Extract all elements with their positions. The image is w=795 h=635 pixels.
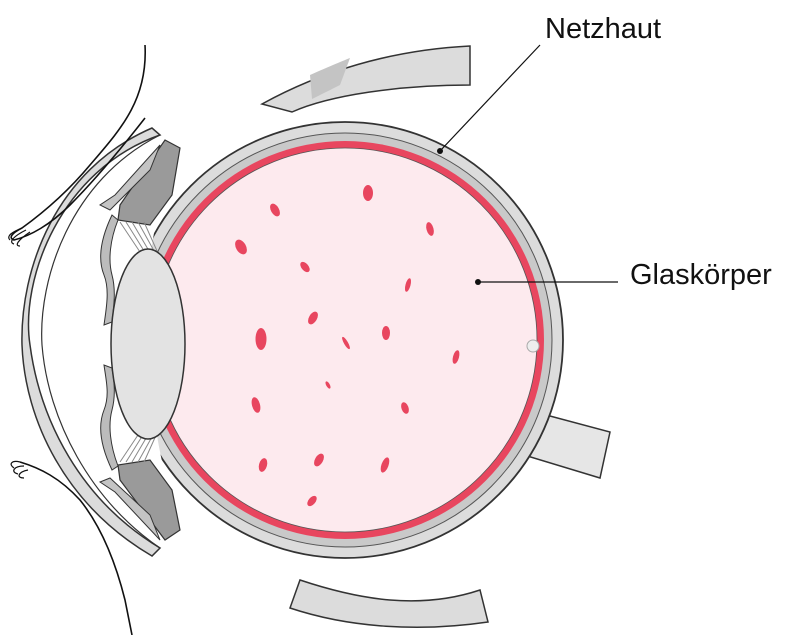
- lower-eye-muscle: [290, 580, 488, 627]
- floater: [363, 185, 373, 201]
- vitreous-label: Glaskörper: [630, 259, 772, 291]
- floater: [382, 326, 390, 340]
- retina-leader-dot: [437, 148, 443, 154]
- floater: [256, 328, 267, 350]
- vitreous-leader-dot: [475, 279, 481, 285]
- lens: [111, 249, 185, 439]
- upper-eye-muscle: [262, 46, 470, 112]
- retina-label: Netzhaut: [545, 13, 661, 45]
- blind-spot: [527, 340, 539, 352]
